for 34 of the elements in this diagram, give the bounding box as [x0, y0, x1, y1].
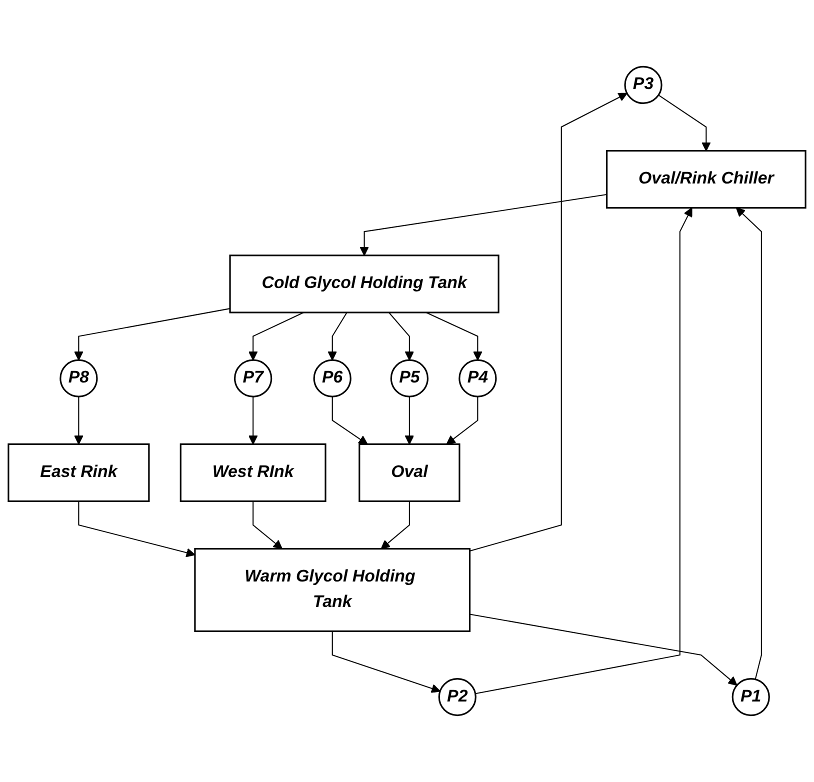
node-box: Oval [358, 443, 460, 502]
node-box: East Rink [8, 443, 150, 502]
arrow [248, 312, 304, 360]
arrow [328, 312, 348, 360]
node-box: Warm Glycol Holding Tank [194, 548, 471, 632]
arrow [404, 396, 414, 445]
node-box: Cold Glycol Holding Tank [229, 254, 500, 314]
node-circle: P8 [60, 359, 98, 398]
arrow [74, 396, 84, 445]
arrow [736, 207, 762, 680]
arrow [658, 94, 711, 152]
arrow [470, 614, 738, 686]
arrow [470, 92, 628, 552]
node-circle: P5 [390, 359, 428, 398]
arrow [252, 501, 282, 550]
arrow [426, 312, 482, 360]
arrow [446, 396, 478, 445]
arrow [74, 308, 230, 360]
arrow [475, 207, 692, 694]
node-circle: P7 [234, 359, 272, 398]
node-circle: P2 [438, 678, 476, 716]
arrow [332, 631, 440, 693]
node-circle: P1 [732, 678, 770, 716]
arrow [360, 194, 607, 256]
arrow [248, 396, 258, 445]
node-box: West RInk [180, 443, 326, 502]
node-box: Oval/Rink Chiller [606, 150, 806, 209]
arrow [332, 396, 368, 445]
node-circle: P3 [624, 66, 662, 104]
arrow [380, 501, 410, 550]
node-circle: P6 [313, 359, 352, 398]
node-circle: P4 [458, 359, 497, 398]
arrow [78, 501, 196, 558]
arrow [388, 312, 414, 360]
